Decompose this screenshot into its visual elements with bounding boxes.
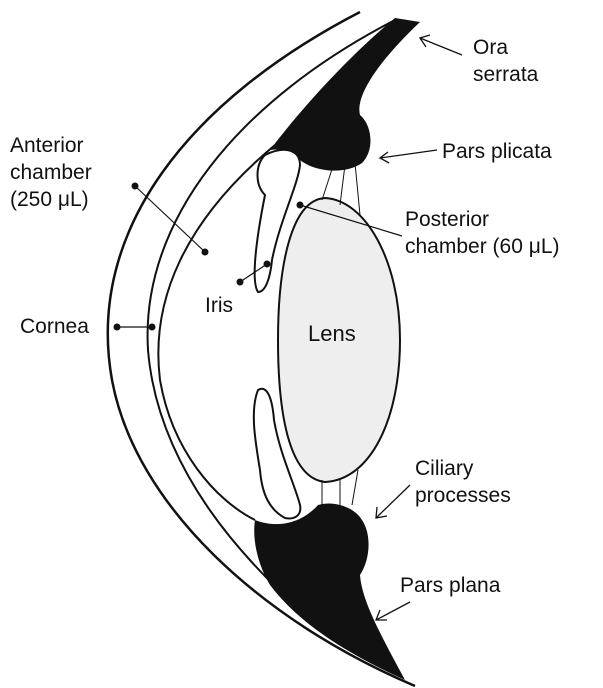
anterior-chamber-dot: [202, 249, 209, 256]
label-pars-plicata: Pars plicata: [442, 138, 552, 165]
iris-dot: [264, 261, 271, 268]
ciliary-processes-arrow: [376, 485, 410, 518]
cornea-endothelium-curve: [158, 145, 275, 520]
iris-dot: [237, 279, 244, 286]
zonule: [355, 163, 360, 215]
label-anterior-chamber: Anterior chamber (250 μL): [10, 132, 92, 213]
upper-ciliary-body: [270, 18, 420, 171]
label-ora-serrata: Ora serrata: [473, 34, 538, 88]
label-lens: Lens: [308, 320, 356, 347]
lower-ciliary-body: [254, 503, 405, 680]
anterior-chamber-dot: [132, 183, 139, 190]
ora-serrata-arrow: [420, 35, 462, 55]
zonule: [340, 165, 345, 205]
label-pars-plana: Pars plana: [400, 572, 500, 599]
pars-plana-arrow: [376, 602, 410, 620]
posterior-chamber-dot: [297, 202, 304, 209]
pars-plicata-arrow: [380, 150, 437, 163]
zonule: [352, 470, 358, 505]
label-posterior-chamber: Posterior chamber (60 μL): [405, 206, 560, 260]
label-cornea: Cornea: [20, 313, 89, 340]
anterior-chamber-leader: [135, 186, 205, 252]
label-iris: Iris: [205, 292, 233, 319]
cornea-dot: [114, 324, 121, 331]
cornea-dot: [149, 324, 156, 331]
label-ciliary-processes: Ciliary processes: [415, 455, 511, 509]
